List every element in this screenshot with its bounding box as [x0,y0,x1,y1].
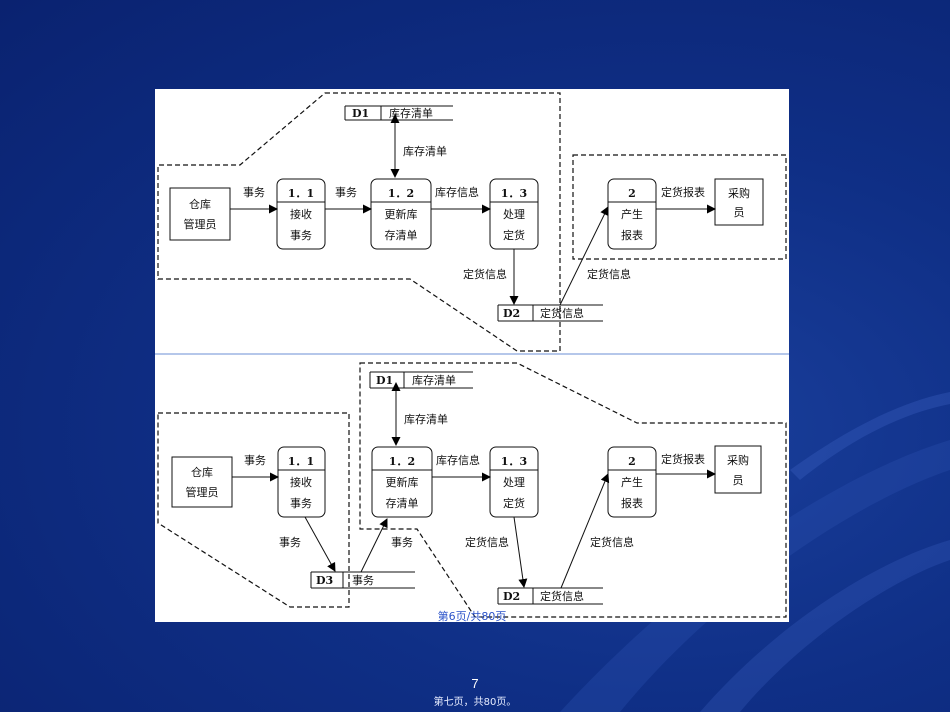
flow-arrow [304,516,336,572]
top-external-warehouse-manager: 仓库 管理员 [169,187,231,241]
top-boundary-left [157,92,561,352]
flow-arrow [513,516,528,588]
process-line1: 处理 [503,476,525,489]
bottom-datastore-d2: D2 定货信息 [497,587,603,605]
process-line2: 报表 [621,496,643,510]
process-number: 1．3 [501,187,527,200]
bottom-diagram: D1 库存清单 仓库 管理员 1．1 接收 事务 1．2 更新库 存清单 [157,362,787,618]
entity-line2: 员 [733,474,744,487]
datastore-id: D1 [352,107,369,120]
process-line2: 事务 [290,229,312,242]
process-line2: 事务 [290,497,312,510]
flow-label: 定货信息 [590,535,634,549]
flow-label: 库存信息 [436,453,480,467]
bottom-process-1-2: 1．2 更新库 存清单 [371,446,433,518]
bottom-boundary-left [157,412,350,608]
top-datastore-d2: D2 定货信息 [497,304,603,322]
page-footer: 第七页，共80页。 [433,697,517,708]
datastore-name: 事务 [352,574,374,587]
process-line2: 存清单 [386,496,419,510]
entity-line1: 采购 [728,186,750,200]
flow-label: 库存信息 [435,185,479,199]
process-number: 1．1 [288,187,314,200]
entity-line2: 管理员 [186,485,219,499]
process-line1: 产生 [621,207,643,221]
bottom-external-warehouse-manager: 仓库 管理员 [171,456,233,508]
bottom-process-2: 2 产生 报表 [607,446,657,518]
process-number: 2 [628,187,636,200]
process-number: 2 [628,455,636,468]
process-line1: 更新库 [386,475,419,489]
flow-label: 事务 [391,536,413,549]
bottom-datastore-d1: D1 库存清单 [369,371,473,389]
entity-line1: 仓库 [191,465,213,479]
datastore-id: D2 [503,307,520,320]
process-line1: 产生 [621,475,643,489]
flow-label: 事务 [243,186,265,199]
datastore-name: 定货信息 [540,589,584,603]
datastore-name: 库存清单 [389,106,433,120]
flow-label: 事务 [279,536,301,549]
top-process-1-2: 1．2 更新库 存清单 [370,178,432,250]
datastore-id: D2 [503,590,520,603]
inner-page-label: 第6页/共80页 [437,610,507,623]
process-line2: 定货 [503,228,525,242]
process-line2: 存清单 [385,228,418,242]
process-number: 1．2 [388,187,414,200]
process-line1: 接收 [290,207,312,221]
top-datastore-d1: D1 库存清单 [344,105,453,121]
diagram-panel: D1 库存清单 仓库 管理员 1．1 接收 事务 1．2 更新库 存清单 [155,89,789,623]
flow-arrow [360,518,388,573]
entity-line1: 仓库 [189,197,211,211]
process-number: 1．2 [389,455,415,468]
top-process-1-3: 1．3 处理 定货 [489,178,539,250]
flow-label: 定货报表 [661,185,705,199]
process-number: 1．1 [288,455,314,468]
process-line1: 处理 [503,208,525,221]
flow-label: 定货信息 [463,267,507,281]
datastore-id: D1 [376,374,393,387]
bottom-boundary-right [359,362,787,618]
bottom-external-purchaser: 采购 员 [714,445,762,494]
top-process-2: 2 产生 报表 [607,178,657,250]
flow-label: 定货信息 [465,535,509,549]
bottom-process-1-3: 1．3 处理 定货 [489,446,539,518]
page-number: 7 [471,676,479,691]
flow-label: 库存清单 [404,412,448,426]
flow-label: 定货信息 [587,267,631,281]
bottom-process-1-1: 1．1 接收 事务 [277,446,326,518]
entity-line2: 管理员 [184,217,217,231]
entity-line2: 员 [734,206,745,219]
process-line1: 接收 [290,475,312,489]
process-line2: 定货 [503,496,525,510]
flow-label: 库存清单 [403,144,447,158]
flow-label: 事务 [335,186,357,199]
flow-label: 事务 [244,454,266,467]
top-diagram: D1 库存清单 仓库 管理员 1．1 接收 事务 1．2 更新库 存清单 [157,92,787,352]
process-line2: 报表 [621,228,643,242]
flow-arrow [560,473,610,589]
top-external-purchaser: 采购 员 [714,178,764,226]
datastore-name: 定货信息 [540,306,584,320]
flow-arrow [559,206,609,306]
bottom-datastore-d3: D3 事务 [310,571,415,589]
process-line1: 更新库 [385,207,418,221]
process-number: 1．3 [501,455,527,468]
datastore-name: 库存清单 [412,373,456,387]
data-flow-diagrams: D1 库存清单 仓库 管理员 1．1 接收 事务 1．2 更新库 存清单 [155,92,789,618]
datastore-id: D3 [316,574,333,587]
top-boundary-right [572,154,787,260]
top-process-1-1: 1．1 接收 事务 [276,178,326,250]
flow-label: 定货报表 [661,452,705,466]
entity-line1: 采购 [727,453,749,467]
